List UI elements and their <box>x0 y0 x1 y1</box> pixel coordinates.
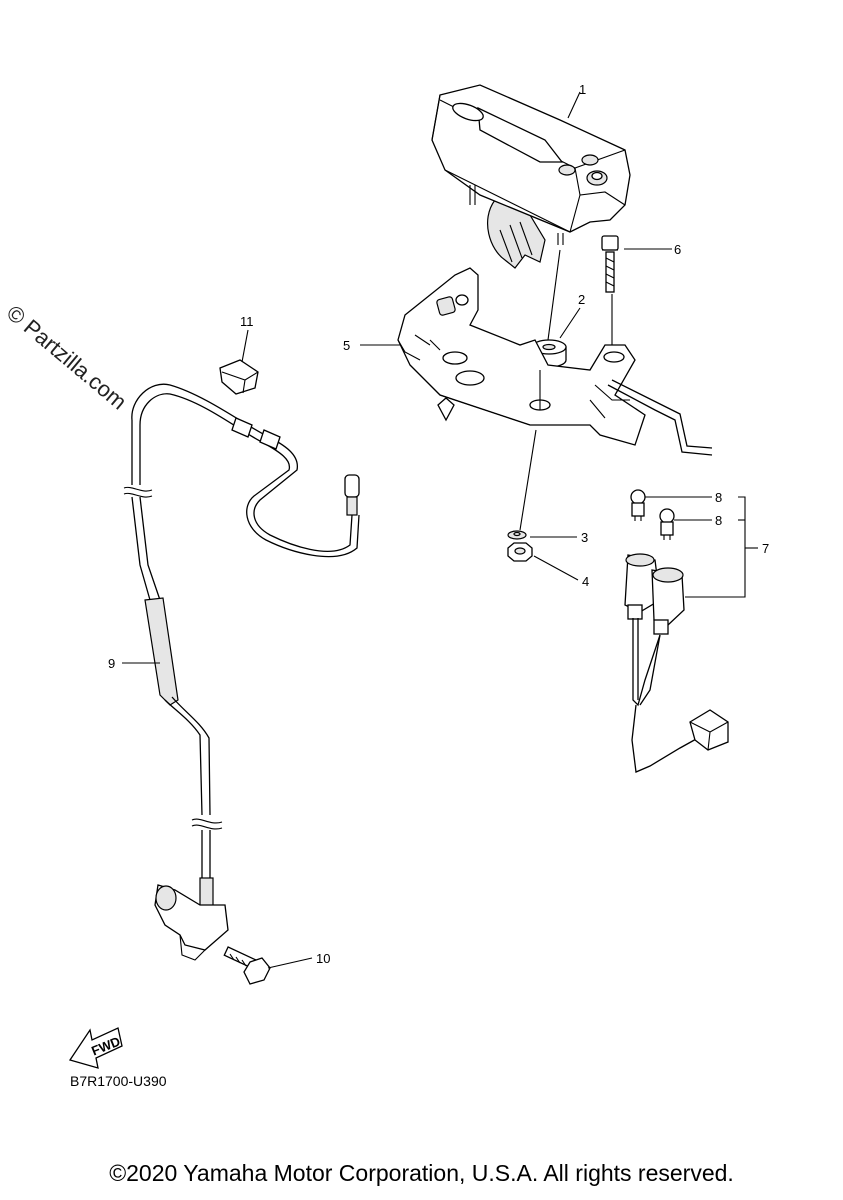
callout-9: 9 <box>108 656 115 671</box>
callout-3: 3 <box>581 530 588 545</box>
forward-arrow-icon: FWD <box>68 1027 123 1069</box>
bulb-icon[interactable] <box>630 489 646 521</box>
callout-4: 4 <box>582 574 589 589</box>
speed-sensor-lead-icon[interactable] <box>123 383 360 961</box>
meter-assembly-icon[interactable] <box>431 84 631 269</box>
washer-icon[interactable] <box>507 530 527 540</box>
callout-8a: 8 <box>715 490 722 505</box>
callout-11: 11 <box>240 314 254 329</box>
diagram-code: B7R1700-U390 <box>70 1073 167 1089</box>
callout-2: 2 <box>578 292 585 307</box>
bolt-icon[interactable] <box>601 235 619 293</box>
fwd-label: FWD <box>89 1034 122 1059</box>
nut-icon[interactable] <box>507 542 533 562</box>
callout-labels: 1 2 3 4 5 6 7 8 8 9 10 11 <box>108 82 769 966</box>
bulb-icon[interactable] <box>659 508 675 540</box>
copyright-notice: ©2020 Yamaha Motor Corporation, U.S.A. A… <box>109 1160 734 1186</box>
leader-lines <box>122 91 758 969</box>
socket-cord-icon[interactable] <box>624 553 729 773</box>
callout-8b: 8 <box>715 513 722 528</box>
bolt-icon[interactable] <box>223 946 271 985</box>
clamp-icon[interactable] <box>219 359 259 395</box>
callout-6: 6 <box>674 242 681 257</box>
callout-7: 7 <box>762 541 769 556</box>
callout-1: 1 <box>579 82 586 97</box>
callout-10: 10 <box>316 951 330 966</box>
callout-5: 5 <box>343 338 350 353</box>
meter-bracket-icon[interactable] <box>397 267 713 456</box>
